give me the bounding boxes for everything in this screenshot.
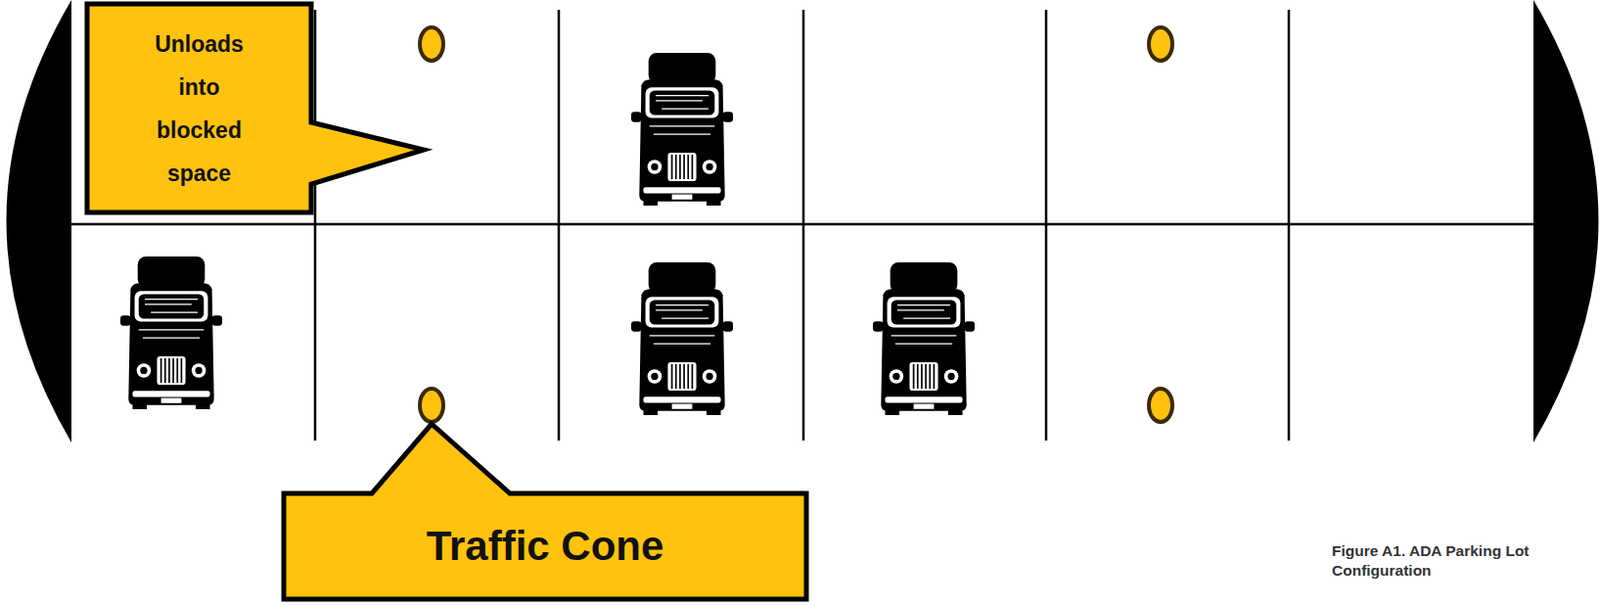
callout-box: Traffic Cone — [283, 493, 807, 599]
curb-left — [6, 0, 73, 443]
callout-outline — [283, 423, 807, 599]
callout-text: Traffic Cone — [426, 521, 665, 571]
car — [120, 256, 223, 410]
car — [872, 262, 975, 415]
callout-text: Unloads into blocked space — [147, 22, 251, 195]
callout-box: Unloads into blocked space — [87, 3, 312, 213]
figure-caption: Figure A1. ADA Parking Lot Configuration — [1331, 541, 1577, 581]
traffic-cone — [419, 388, 444, 422]
traffic-cone — [1148, 27, 1173, 61]
traffic-cones — [419, 27, 1173, 422]
car — [631, 262, 733, 415]
traffic-cone — [1148, 388, 1173, 422]
curb-right — [1533, 0, 1600, 443]
car — [631, 52, 733, 206]
traffic-cone — [419, 27, 444, 61]
callout-outline — [87, 3, 424, 213]
